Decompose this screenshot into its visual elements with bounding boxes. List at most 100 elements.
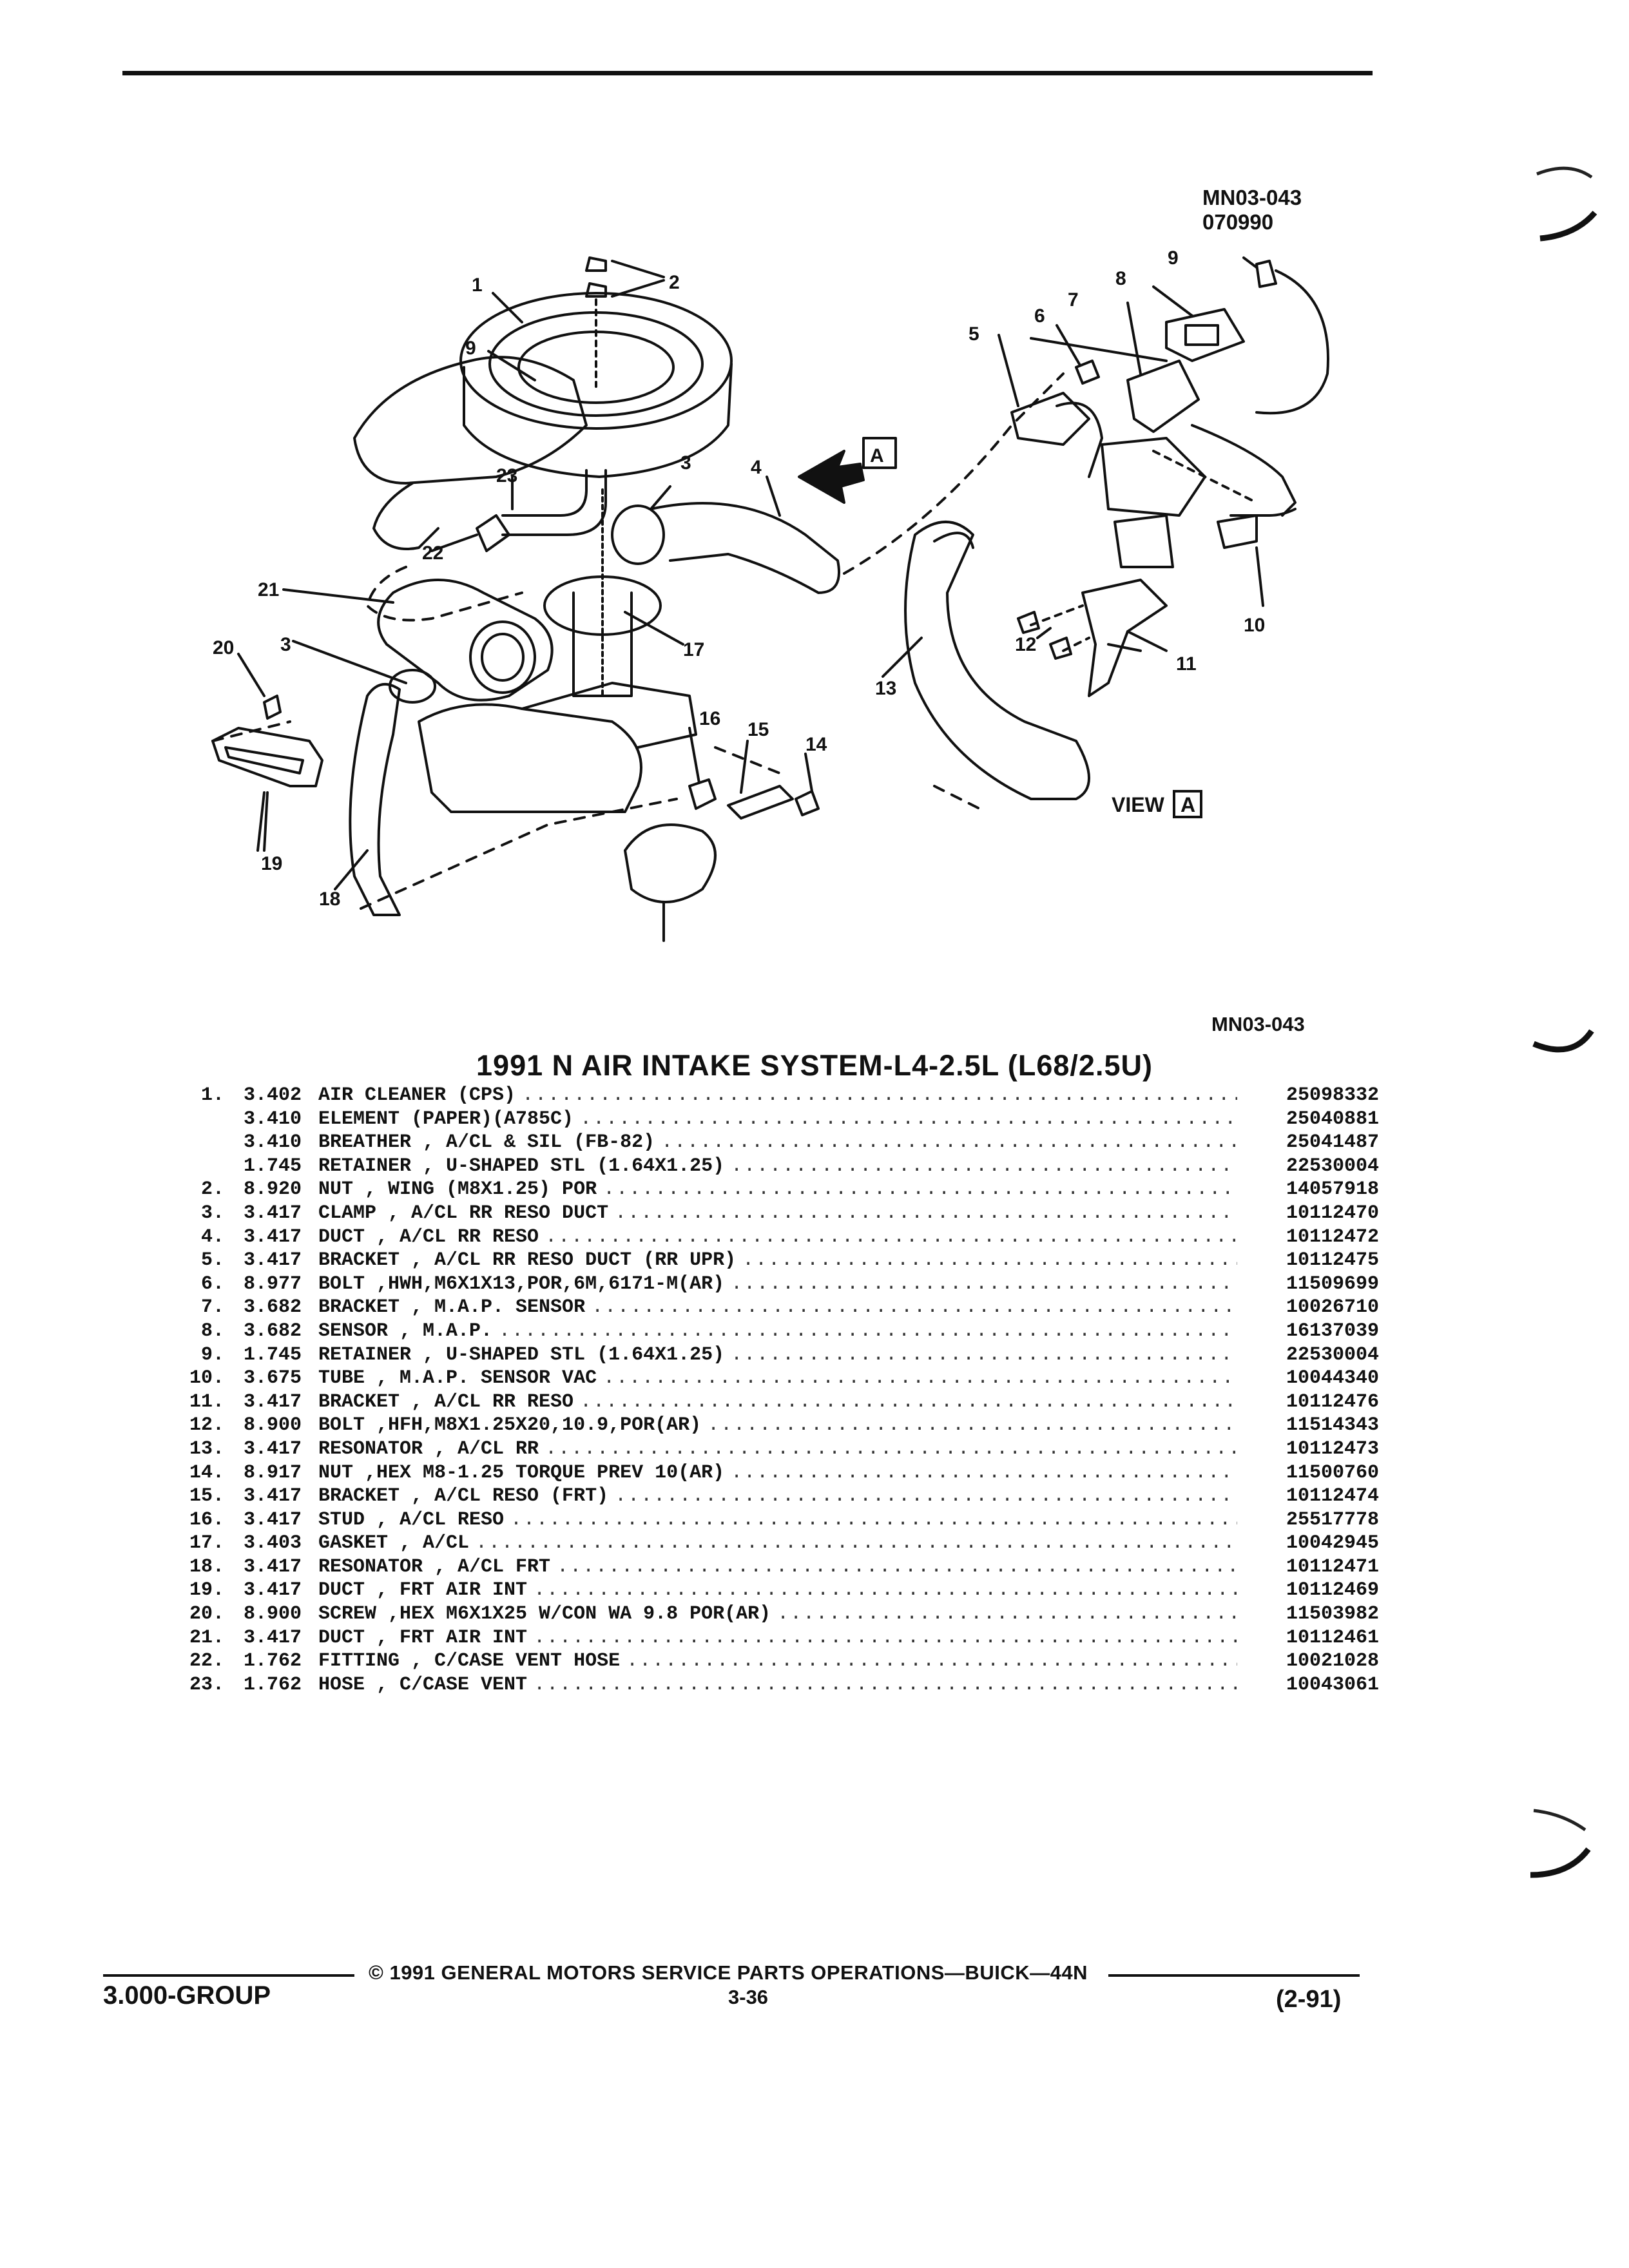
description-cell: BRACKET , A/CL RR RESO..................… xyxy=(318,1391,1244,1413)
part-number: 14057918 xyxy=(1286,1178,1379,1201)
callout-10: 10 xyxy=(1244,615,1265,636)
item-number: 16. xyxy=(189,1508,224,1531)
top-rule xyxy=(122,71,1373,75)
callout-19: 19 xyxy=(261,853,282,874)
callout-3-lower: 3 xyxy=(280,634,291,655)
callout-1: 1 xyxy=(472,274,483,296)
item-description: AIR CLEANER (CPS) xyxy=(318,1084,516,1106)
item-number: 20. xyxy=(189,1603,224,1626)
group-number: 3.417 xyxy=(243,1202,302,1224)
bracket-5 xyxy=(1010,392,1090,446)
edge-mark-bottom xyxy=(1530,1809,1591,1878)
item-number: 1. xyxy=(200,1084,224,1106)
leader-dots: ........................................… xyxy=(731,1461,1237,1484)
part-number: 25040881 xyxy=(1286,1108,1379,1130)
part-number: 10112474 xyxy=(1286,1485,1379,1508)
description-cell: AIR CLEANER (CPS).......................… xyxy=(318,1084,1244,1106)
group-number: 8.977 xyxy=(243,1273,302,1295)
manifold-part xyxy=(1101,437,1206,517)
leader-dots: ........................................… xyxy=(580,1390,1237,1413)
footer-rule-left xyxy=(103,1974,354,1977)
callout-16: 16 xyxy=(699,708,720,729)
view-letter: A xyxy=(1181,793,1195,816)
item-number: 23. xyxy=(189,1673,224,1696)
item-description: BRACKET , M.A.P. SENSOR xyxy=(318,1296,586,1319)
item-description: DUCT , A/CL RR RESO xyxy=(318,1225,539,1248)
item-number: 13. xyxy=(189,1437,224,1460)
clamp-upper xyxy=(611,505,665,565)
description-cell: DUCT , A/CL RR RESO.....................… xyxy=(318,1226,1244,1248)
header-codes: MN03-043 070990 xyxy=(1202,186,1302,235)
item-description: HOSE , C/CASE VENT xyxy=(318,1673,528,1696)
bolt-12a xyxy=(1017,611,1040,634)
description-cell: RETAINER , U-SHAPED STL (1.64X1.25).....… xyxy=(318,1155,1244,1177)
leader-dots: ........................................… xyxy=(742,1249,1237,1272)
wing-nut xyxy=(585,256,607,272)
leader-dots: ........................................… xyxy=(592,1296,1237,1319)
group-number: 1.745 xyxy=(243,1343,302,1366)
part-number: 11500760 xyxy=(1286,1461,1379,1484)
rear-duct xyxy=(650,502,840,594)
item-number: 11. xyxy=(189,1390,224,1413)
group-number: 8.900 xyxy=(243,1603,302,1626)
part-number: 22530004 xyxy=(1286,1155,1379,1177)
leader-dots: ........................................… xyxy=(777,1603,1237,1626)
edge-mark-top xyxy=(1536,166,1597,242)
part-number: 10043061 xyxy=(1286,1673,1379,1696)
description-cell: RETAINER , U-SHAPED STL (1.64X1.25).....… xyxy=(318,1344,1244,1366)
leader-dots: ........................................… xyxy=(731,1343,1237,1366)
item-description: ELEMENT (PAPER)(A785C) xyxy=(318,1108,574,1130)
item-number: 21. xyxy=(189,1626,224,1649)
illustration-code: MN03-043 xyxy=(1202,186,1302,209)
leader-dots: ........................................… xyxy=(626,1650,1237,1673)
leader-dots: ........................................… xyxy=(615,1202,1237,1224)
item-number: 8. xyxy=(200,1320,224,1342)
group-number: 3.682 xyxy=(243,1296,302,1319)
description-cell: BREATHER , A/CL & SIL (FB-82)...........… xyxy=(318,1131,1244,1153)
description-cell: RESONATOR , A/CL FRT....................… xyxy=(318,1556,1244,1578)
illustration-date-code: 070990 xyxy=(1202,210,1274,234)
svg-text:A: A xyxy=(870,445,884,466)
description-cell: NUT , WING (M8X1.25) POR................… xyxy=(318,1178,1244,1200)
item-number: 12. xyxy=(189,1414,224,1437)
item-number: 22. xyxy=(189,1650,224,1673)
item-number: 19. xyxy=(189,1579,224,1602)
front-duct xyxy=(377,579,554,702)
exploded-diagram: A xyxy=(161,232,1334,954)
group-number: 3.417 xyxy=(243,1485,302,1508)
item-number: 14. xyxy=(189,1461,224,1484)
item-description: NUT , WING (M8X1.25) POR xyxy=(318,1178,597,1201)
air-cleaner-housing xyxy=(353,356,588,485)
item-description: BOLT ,HFH,M8X1.25X20,10.9,POR(AR) xyxy=(318,1414,702,1437)
part-number: 25098332 xyxy=(1286,1084,1379,1106)
item-description: RESONATOR , A/CL RR xyxy=(318,1437,539,1460)
item-number: 6. xyxy=(200,1273,224,1295)
description-cell: BRACKET , M.A.P. SENSOR.................… xyxy=(318,1296,1244,1318)
group-number: 1.745 xyxy=(243,1155,302,1177)
item-number: 3. xyxy=(200,1202,224,1224)
callout-4: 4 xyxy=(751,457,762,478)
snorkel xyxy=(372,482,439,550)
group-number: 3.410 xyxy=(243,1108,302,1130)
item-description: DUCT , FRT AIR INT xyxy=(318,1579,528,1602)
screw-20 xyxy=(263,695,282,720)
leader-dots: ........................................… xyxy=(708,1414,1237,1437)
callout-9-left: 9 xyxy=(465,338,476,359)
edge-mark-mid xyxy=(1532,1029,1594,1053)
part-number: 10112469 xyxy=(1286,1579,1379,1602)
leader-dots: ........................................… xyxy=(615,1485,1237,1508)
item-number: 2. xyxy=(200,1178,224,1201)
